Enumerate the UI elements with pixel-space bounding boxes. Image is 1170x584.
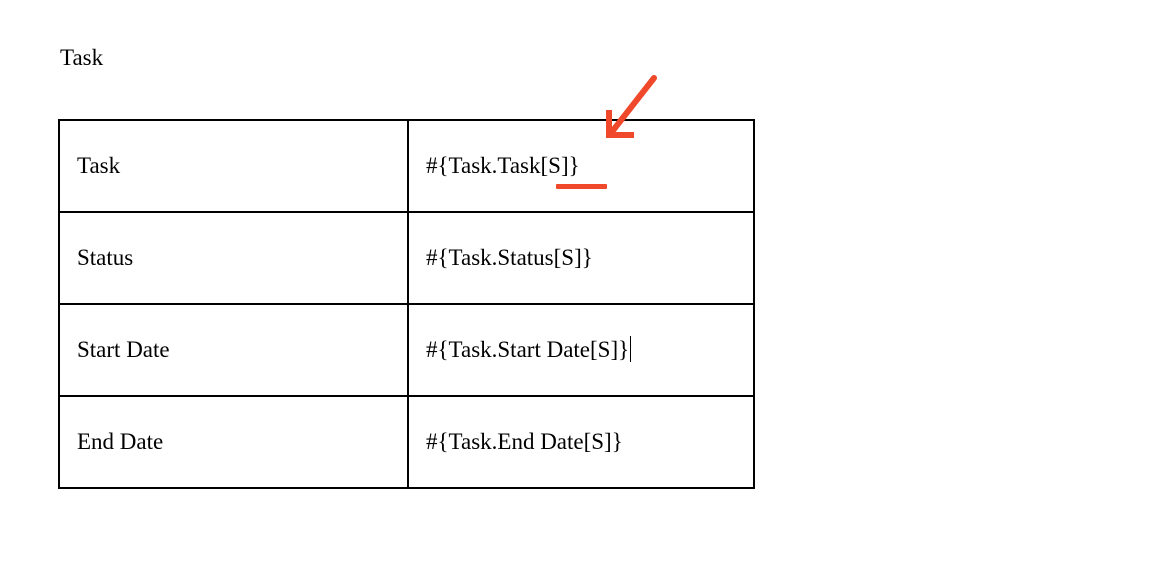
table-cell-value[interactable]: #{Task.End Date[S]} <box>407 395 755 489</box>
field-label-task: Task <box>77 153 121 178</box>
field-label-end-date: End Date <box>77 429 164 454</box>
table-cell-value[interactable]: #{Task.Start Date[S]} <box>407 303 755 397</box>
table-cell-value[interactable]: #{Task.Task[S]} <box>407 119 755 213</box>
field-value-status: #{Task.Status[S]} <box>426 245 593 270</box>
table-cell-label[interactable]: Status <box>58 211 409 305</box>
table-cell-label[interactable]: Start Date <box>58 303 409 397</box>
page-title: Task <box>60 45 104 70</box>
text-caret <box>630 336 632 362</box>
field-value-start-date: #{Task.Start Date[S]} <box>426 337 630 362</box>
table-row: End Date #{Task.End Date[S]} <box>58 395 755 489</box>
table-cell-label[interactable]: End Date <box>58 395 409 489</box>
field-value-task: #{Task.Task[S]} <box>426 153 580 178</box>
table-cell-label[interactable]: Task <box>58 119 409 213</box>
table-cell-value[interactable]: #{Task.Status[S]} <box>407 211 755 305</box>
table-row: Start Date #{Task.Start Date[S]} <box>58 303 755 397</box>
field-label-start-date: Start Date <box>77 337 170 362</box>
table-row: Task #{Task.Task[S]} <box>58 119 755 213</box>
table-row: Status #{Task.Status[S]} <box>58 211 755 305</box>
task-field-table: Task #{Task.Task[S]} Status #{Task.Statu… <box>58 119 755 489</box>
field-value-end-date: #{Task.End Date[S]} <box>426 429 623 454</box>
field-label-status: Status <box>77 245 134 270</box>
